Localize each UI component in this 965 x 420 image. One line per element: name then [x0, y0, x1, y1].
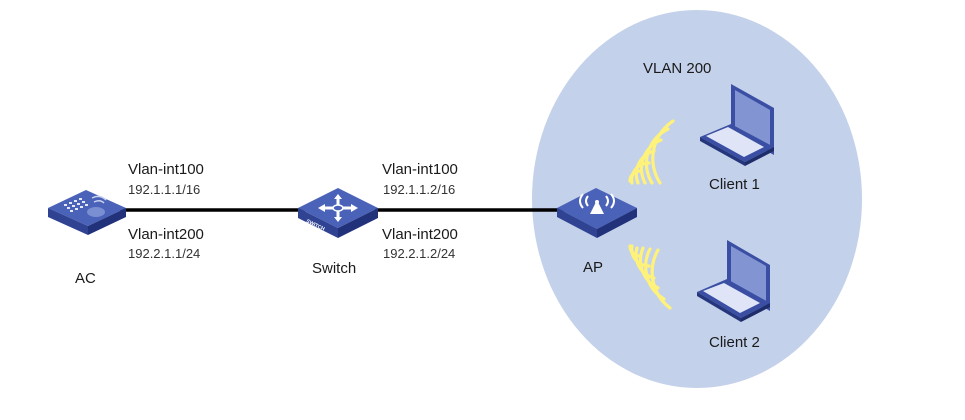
- ap-icon[interactable]: [557, 188, 637, 238]
- switch-if-top-name: Vlan-int100: [382, 161, 458, 178]
- client-2-label: Client 2: [709, 334, 760, 351]
- switch-if-bottom-ip: 192.2.1.2/24: [383, 246, 455, 261]
- ac-if-top-name: Vlan-int100: [128, 161, 204, 178]
- ap-label: AP: [583, 259, 603, 276]
- client-1-label: Client 1: [709, 176, 760, 193]
- ac-if-bottom-name: Vlan-int200: [128, 226, 204, 243]
- vlan-label: VLAN 200: [643, 60, 711, 77]
- ac-label: AC: [75, 270, 96, 287]
- switch-if-bottom-name: Vlan-int200: [382, 226, 458, 243]
- switch-icon[interactable]: SWITCH: [298, 188, 378, 238]
- wifi-signal-upper-icon: [628, 119, 675, 185]
- wifi-signal-lower-icon: [628, 244, 672, 310]
- vlan-200-zone: [532, 10, 862, 388]
- ac-icon[interactable]: [48, 190, 126, 235]
- ac-if-top-ip: 192.1.1.1/16: [128, 182, 200, 197]
- switch-label: Switch: [312, 260, 356, 277]
- client-1-laptop-icon[interactable]: [700, 84, 774, 166]
- ac-if-bottom-ip: 192.2.1.1/24: [128, 246, 200, 261]
- switch-if-top-ip: 192.1.1.2/16: [383, 182, 455, 197]
- client-2-laptop-icon[interactable]: [697, 240, 770, 322]
